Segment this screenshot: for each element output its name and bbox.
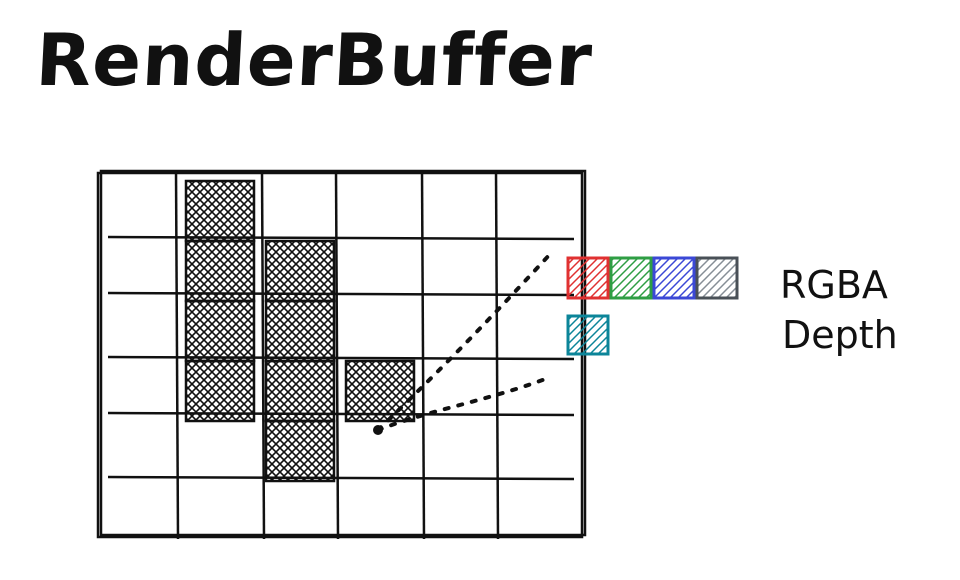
grid-row-line [107,475,575,481]
alpha-channel-swatch [695,256,739,300]
filled-pixel [184,299,256,363]
pixel-grid [96,169,587,540]
filled-pixel [264,299,336,363]
rgba-label: RGBA [780,263,888,307]
filled-pixel [184,359,256,423]
grid-border [99,169,587,537]
grid-row-line [107,411,575,417]
filled-pixel [184,179,256,243]
grid-row-line [107,355,575,361]
channel-swatches [566,256,739,356]
green-channel-swatch [609,256,653,300]
depth-channel-swatch [566,314,610,356]
grid-column-line [420,170,426,540]
connector-line-lower [376,376,550,432]
filled-pixel [264,239,336,303]
grid-column-line [494,170,500,540]
connector-line-upper [376,250,554,432]
filled-pixel [264,419,336,483]
grid-column-line [260,170,266,540]
filled-pixels [184,179,416,483]
filled-pixel [184,239,256,303]
red-channel-swatch [566,256,610,300]
grid-border [96,171,584,539]
highlighted-pixel [344,359,416,423]
connector-lines [376,250,554,432]
grid-column-line [174,170,180,540]
grid-row-line [107,291,575,297]
grid-column-line [334,170,340,540]
depth-label: Depth [782,313,898,357]
grid-row-line [107,235,575,241]
blue-channel-swatch [652,256,696,300]
filled-pixel [264,359,336,423]
